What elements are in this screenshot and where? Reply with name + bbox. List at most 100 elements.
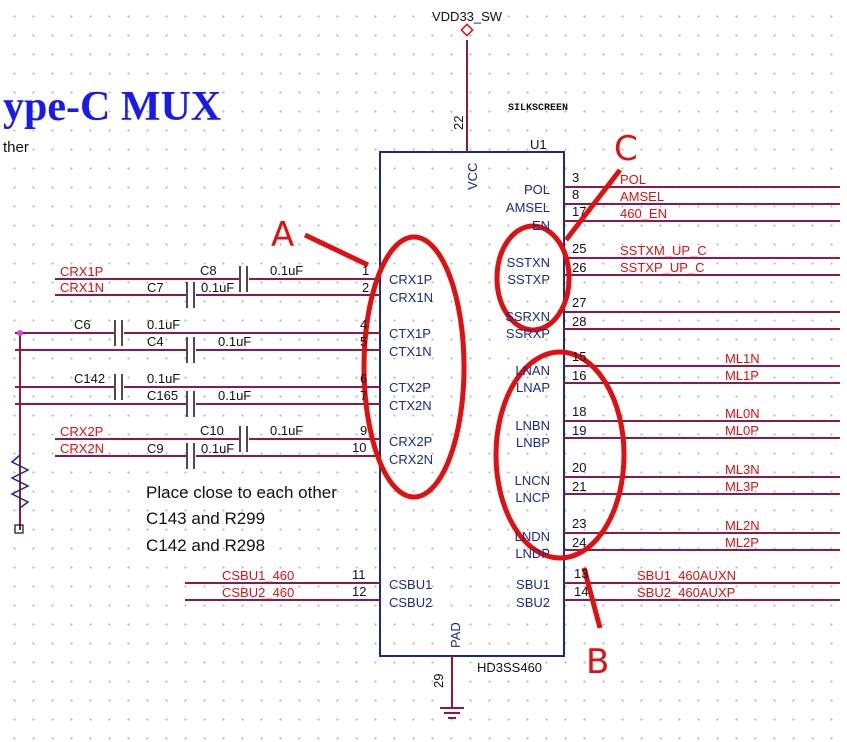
pin-label: CRX1P xyxy=(389,272,433,287)
net-label: ML2P xyxy=(725,535,759,550)
capacitor-ref: C142 xyxy=(74,371,106,386)
right-wires xyxy=(564,186,840,601)
pin-label: EN xyxy=(531,218,550,233)
pin-label: SSRXP xyxy=(505,326,550,341)
pin-number: 11 xyxy=(352,567,366,582)
highlight-ellipse-c xyxy=(494,223,572,333)
pin-label: LNDN xyxy=(514,529,550,544)
placement-note: C142 and R298 xyxy=(146,536,266,555)
pin-number: 20 xyxy=(572,460,587,475)
pin-number: 7 xyxy=(360,388,368,403)
power-port-symbol xyxy=(460,23,474,37)
pin-label: CRX2N xyxy=(389,452,434,467)
pin-number: 26 xyxy=(572,260,587,275)
pin-label: CTX1N xyxy=(389,344,432,359)
capacitor-ref: C7 xyxy=(147,280,164,295)
junction-dot xyxy=(17,330,23,336)
pin-number: 12 xyxy=(352,584,367,599)
pin-number: 21 xyxy=(572,479,587,494)
capacitor-value: 0.1uF xyxy=(201,280,235,295)
capacitor-ref: C4 xyxy=(147,334,164,349)
net-label: 460_EN xyxy=(620,206,667,221)
capacitor-value: 0.1uF xyxy=(270,263,304,278)
pin-number: 27 xyxy=(572,295,587,310)
pin-label: LNBP xyxy=(516,435,550,450)
net-label: ML1N xyxy=(725,351,760,366)
net-label: SBU1_460AUXN xyxy=(637,568,736,583)
net-label: SSTXP_UP_C xyxy=(620,260,705,275)
pin-number: 25 xyxy=(572,241,587,256)
pad-pin-label: PAD xyxy=(448,622,463,648)
pin-label: LNCN xyxy=(514,473,550,488)
capacitor-value: 0.1uF xyxy=(218,388,252,403)
net-label: ML2N xyxy=(725,518,760,533)
annotation-a: A xyxy=(271,215,295,255)
capacitor-ref: C6 xyxy=(74,317,91,332)
pin-number: 14 xyxy=(574,584,589,599)
pin-number: 13 xyxy=(574,566,589,581)
net-label: CRX2N xyxy=(60,441,105,456)
arrow-a xyxy=(303,232,370,268)
net-label: CSBU1_460 xyxy=(222,568,295,583)
annotation-c: C xyxy=(614,129,638,169)
pin-number: 17 xyxy=(572,204,587,219)
pin-label: CSBU2 xyxy=(389,595,433,610)
pin-number: 23 xyxy=(572,516,587,531)
highlight-ellipse-b xyxy=(493,349,627,561)
left-wires xyxy=(15,278,380,601)
pin-label: LNBN xyxy=(515,418,550,433)
pin-label: CRX1N xyxy=(389,290,434,305)
pin-label: LNCP xyxy=(515,490,550,505)
pad-pin-number: 29 xyxy=(431,673,446,688)
pin-number: 18 xyxy=(572,404,587,419)
pin-label: POL xyxy=(523,182,550,197)
pin-number: 2 xyxy=(362,280,370,295)
capacitor-ref: C8 xyxy=(200,263,217,278)
arrow-c xyxy=(564,168,622,242)
pin-number: 15 xyxy=(572,349,587,364)
pin-number: 16 xyxy=(572,368,587,383)
pin-number: 3 xyxy=(572,170,580,185)
net-label: CRX1P xyxy=(60,264,104,279)
capacitor-symbols xyxy=(114,266,249,469)
pin-label: LNAN xyxy=(515,363,550,378)
test-point xyxy=(14,524,24,534)
placement-note: Place close to each other xyxy=(146,483,337,502)
pin-number: 9 xyxy=(360,423,368,438)
capacitor-value: 0.1uF xyxy=(147,317,181,332)
pin-number: 4 xyxy=(360,317,368,332)
pin-label: CTX1P xyxy=(389,326,431,341)
pin-number: 5 xyxy=(360,334,368,349)
placement-note: C143 and R299 xyxy=(146,509,266,528)
highlight-ellipse-a xyxy=(361,234,467,500)
capacitor-ref: C9 xyxy=(147,441,164,456)
silkscreen-label: SILKSCREEN xyxy=(508,103,569,114)
capacitor-value: 0.1uF xyxy=(201,441,235,456)
sheet-subtitle: ther xyxy=(3,139,29,156)
pin-label: LNDP xyxy=(515,546,550,561)
pin-number: 10 xyxy=(352,440,367,455)
pin-label: CSBU1 xyxy=(389,577,433,592)
pin-number: 19 xyxy=(572,423,587,438)
net-label: SBU2_460AUXP xyxy=(637,585,736,600)
net-label: ML3P xyxy=(725,479,759,494)
capacitor-value: 0.1uF xyxy=(147,371,181,386)
net-label: ML0P xyxy=(725,423,759,438)
pin-number: 6 xyxy=(360,371,368,386)
power-net-label: VDD33_SW xyxy=(432,9,503,24)
net-label: POL xyxy=(620,172,647,187)
net-label: ML0N xyxy=(725,406,760,421)
pin-number: 1 xyxy=(362,263,370,278)
capacitor-ref: C165 xyxy=(147,388,179,403)
pin-number: 24 xyxy=(572,535,587,550)
pin-label: SSRXN xyxy=(505,309,550,324)
pin-label: SBU2 xyxy=(516,595,550,610)
net-label: ML3N xyxy=(725,462,760,477)
annotation-marks xyxy=(303,168,627,629)
pin-label: SBU1 xyxy=(516,577,550,592)
pin-label: SSTXP xyxy=(507,272,550,287)
ic-part-number: HD3SS460 xyxy=(477,660,543,675)
net-label: SSTXM_UP_C xyxy=(620,243,707,258)
capacitor-value: 0.1uF xyxy=(270,423,304,438)
